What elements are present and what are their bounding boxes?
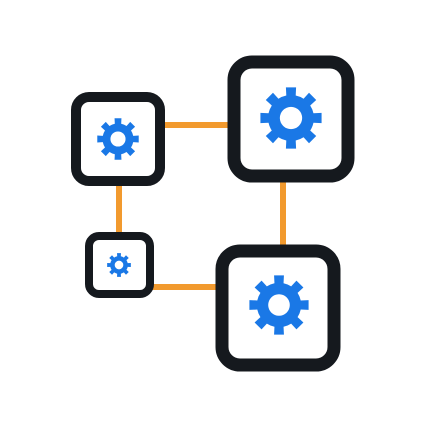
node-middle-left — [85, 232, 154, 298]
gear-icon — [107, 253, 131, 277]
gear-icon — [249, 275, 309, 335]
node-top-right — [227, 55, 355, 183]
gear-icon-hole — [110, 131, 126, 147]
gear-icon — [260, 87, 322, 149]
gear-icon — [97, 118, 139, 160]
gear-icon-hole — [114, 260, 124, 270]
gear-icon-hole — [279, 106, 303, 130]
gear-icon-hole — [268, 294, 290, 316]
node-bottom-right — [215, 244, 341, 372]
connectors — [116, 122, 286, 290]
node-top-left — [71, 92, 165, 186]
